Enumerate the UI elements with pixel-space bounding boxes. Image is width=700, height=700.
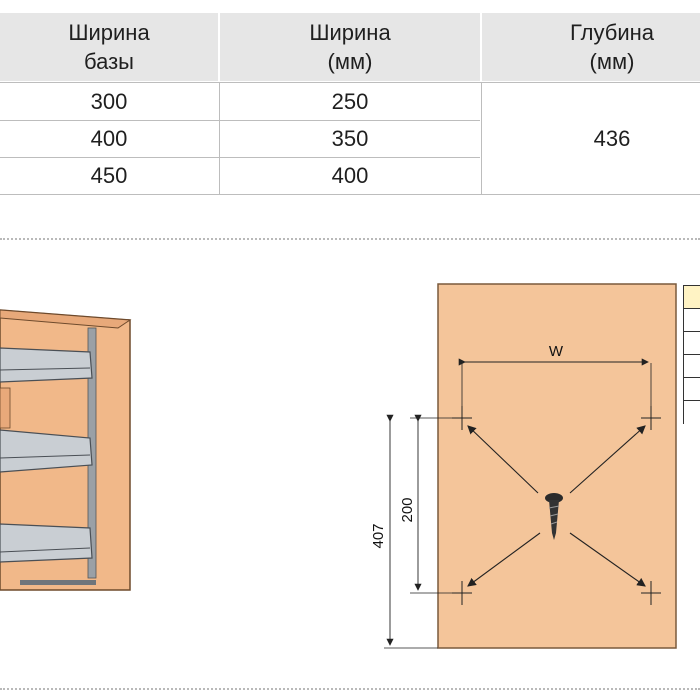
table-cell-base-width: 300	[90, 88, 128, 114]
arrow	[569, 425, 646, 494]
outer-dimension-label: 407	[370, 523, 387, 548]
basket-middle	[0, 429, 93, 473]
row-divider	[0, 120, 480, 121]
basket-bottom	[0, 523, 93, 563]
screw-icon	[545, 493, 563, 540]
header-divider	[218, 13, 220, 81]
row-divider	[0, 194, 700, 195]
table-cell-base-width: 450	[90, 163, 128, 188]
dotted-separator	[0, 688, 700, 690]
header-width-mm: Ширина (мм)	[309, 20, 391, 74]
width-label: W	[549, 343, 564, 360]
header-base-width: Ширина базы	[68, 20, 150, 74]
column-divider	[481, 82, 482, 194]
header-divider	[480, 13, 482, 81]
cabinet-top-edge	[0, 309, 132, 329]
arrow	[467, 425, 539, 494]
column-divider	[219, 82, 220, 194]
table-cell-width: 350	[331, 126, 369, 151]
basket-rim	[0, 367, 91, 371]
table-cell-width: 250	[331, 88, 369, 114]
table-cell-depth: 436	[593, 125, 631, 151]
spec-table: Ширина базы Ширина (мм) Глубина (мм) 300…	[0, 0, 700, 196]
row-divider	[0, 82, 700, 83]
dotted-separator	[0, 238, 700, 240]
cabinet-basket-illustration	[0, 309, 132, 591]
frame-base-rail	[20, 580, 96, 585]
cabinet-front-edge	[0, 387, 11, 429]
side-panel	[437, 283, 677, 649]
table-header-bg	[0, 13, 700, 81]
header-depth-mm: Глубина (мм)	[569, 20, 655, 74]
basket-rim	[0, 454, 91, 459]
row-divider	[0, 157, 480, 158]
mounting-diagram: W 407 200	[370, 283, 677, 649]
arrow	[467, 532, 541, 587]
inner-dimension-label: 200	[399, 497, 416, 522]
arrow	[569, 532, 646, 587]
screw-arrows	[467, 425, 646, 587]
table-cell-base-width: 400	[90, 126, 128, 151]
screw-hole-marks	[452, 406, 661, 605]
basket-rim	[0, 547, 91, 553]
legend-table-fragment	[683, 285, 700, 424]
basket-top	[0, 347, 93, 383]
table-cell-width: 400	[331, 163, 369, 188]
